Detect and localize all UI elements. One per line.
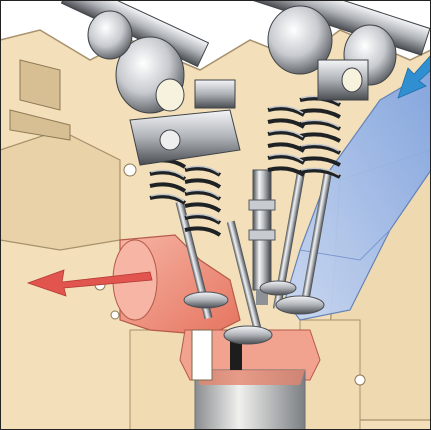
exhaust-valve-head [224, 326, 272, 344]
combustion-chamber [180, 330, 320, 430]
intake-valve-head [276, 296, 324, 314]
